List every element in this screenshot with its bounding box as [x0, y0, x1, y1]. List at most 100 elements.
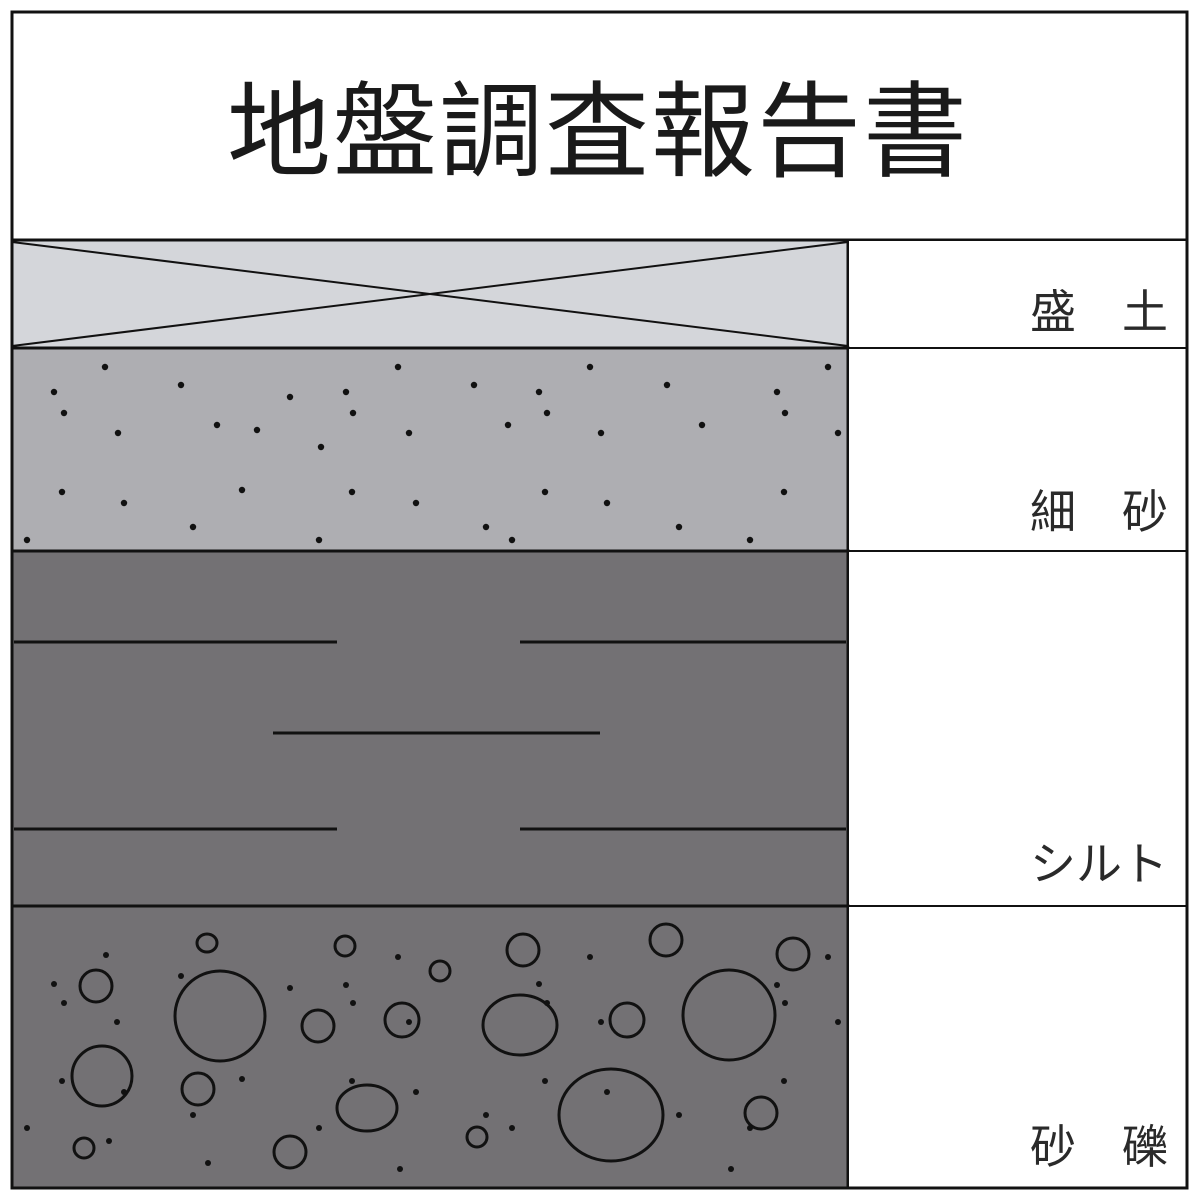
- gravel-dot: [587, 954, 593, 960]
- gravel-stone: [173, 969, 267, 1063]
- layer-fill-soil-label-cell: [847, 239, 1188, 349]
- sand-dot: [663, 381, 671, 389]
- gravel-dot: [106, 1138, 112, 1144]
- sand-dot: [189, 523, 197, 531]
- sand-dot: [50, 388, 58, 396]
- gravel-dot: [825, 954, 831, 960]
- sand-dot: [412, 499, 420, 507]
- title-box: [10, 10, 1189, 242]
- gravel-stone: [505, 932, 541, 968]
- gravel-stone: [78, 968, 114, 1004]
- sand-dot: [114, 429, 122, 437]
- gravel-stone: [681, 968, 777, 1062]
- sand-dot: [315, 536, 323, 544]
- sand-dot: [348, 488, 356, 496]
- gravel-stone: [648, 922, 684, 958]
- sand-dot: [405, 429, 413, 437]
- sand-dot: [675, 523, 683, 531]
- sand-dot: [603, 499, 611, 507]
- sand-dot: [60, 409, 68, 417]
- gravel-stone: [383, 1001, 421, 1039]
- sand-dot: [698, 421, 706, 429]
- layer-gravel-label-cell: [847, 905, 1188, 1189]
- gravel-dot: [24, 1125, 30, 1131]
- gravel-dot: [316, 1125, 322, 1131]
- gravel-dot: [835, 1019, 841, 1025]
- sand-dot: [394, 363, 402, 371]
- gravel-dot: [51, 981, 57, 987]
- gravel-stone: [465, 1125, 489, 1149]
- gravel-dot: [747, 1125, 753, 1131]
- sand-dot: [120, 499, 128, 507]
- layer-silt: シルト: [10, 549, 1188, 908]
- gravel-dot: [178, 973, 184, 979]
- gravel-stone: [743, 1095, 779, 1131]
- outer-frame: [10, 10, 1189, 1190]
- gravel-stone: [300, 1008, 336, 1044]
- sand-dot: [482, 523, 490, 531]
- gravel-dot: [536, 981, 542, 987]
- gravel-stone-pattern: [70, 922, 811, 1170]
- gravel-dot: [781, 1078, 787, 1084]
- gravel-stone: [272, 1134, 308, 1170]
- gravel-dot: [343, 982, 349, 988]
- sand-dot: [101, 363, 109, 371]
- sand-dot: [824, 363, 832, 371]
- layer-silt-label: シルト: [1030, 837, 1168, 891]
- gravel-dot: [406, 1019, 412, 1025]
- gravel-dot: [728, 1166, 734, 1172]
- gravel-dot: [114, 1019, 120, 1025]
- layer-fine-sand-label-cell: [847, 347, 1188, 552]
- gravel-stone: [180, 1071, 216, 1107]
- gravel-dot: [483, 1112, 489, 1118]
- sand-dot: [834, 429, 842, 437]
- sand-dot: [317, 443, 325, 451]
- sand-dot: [541, 488, 549, 496]
- cross-line-b: [11, 241, 849, 347]
- layer-silt-label-cell: [847, 550, 1188, 907]
- gravel-dot: [349, 1078, 355, 1084]
- gravel-dot: [774, 982, 780, 988]
- layer-fill-soil-label: 盛 土: [1030, 285, 1168, 339]
- gravel-stone: [428, 959, 452, 983]
- gravel-stone: [608, 1001, 646, 1039]
- layer-gravel-label: 砂 礫: [1030, 1120, 1168, 1174]
- sand-dot: [23, 536, 31, 544]
- gravel-dot: [542, 1078, 548, 1084]
- sand-dot: [597, 429, 605, 437]
- layer-fine-sand-swatch: [12, 348, 848, 551]
- sand-dot: [238, 486, 246, 494]
- sand-dot: [253, 426, 261, 434]
- gravel-dot: [395, 954, 401, 960]
- gravel-dot: [59, 1078, 65, 1084]
- gravel-dot: [413, 1089, 419, 1095]
- gravel-stone: [195, 932, 219, 954]
- gravel-dot: [239, 1076, 245, 1082]
- gravel-dot: [509, 1125, 515, 1131]
- gravel-stone: [72, 1136, 96, 1160]
- gravel-dot: [61, 1000, 67, 1006]
- layer-fine-sand-label: 細 砂: [1030, 485, 1168, 539]
- sand-dot: [470, 381, 478, 389]
- gravel-dot: [190, 1112, 196, 1118]
- gravel-dot: [782, 1000, 788, 1006]
- gravel-dot: [287, 985, 293, 991]
- sand-dot: [773, 388, 781, 396]
- gravel-dot: [598, 1019, 604, 1025]
- sand-dot: [746, 536, 754, 544]
- gravel-dot-pattern: [24, 952, 841, 1172]
- layer-silt-swatch: [12, 551, 848, 906]
- sand-dot: [349, 409, 357, 417]
- sand-dot: [781, 409, 789, 417]
- gravel-dot: [350, 1000, 356, 1006]
- gravel-dot: [121, 1089, 127, 1095]
- gravel-dot: [676, 1112, 682, 1118]
- sand-dot-pattern: [23, 363, 842, 544]
- gravel-stone: [775, 936, 811, 972]
- sand-dot: [342, 388, 350, 396]
- gravel-stone: [70, 1044, 134, 1108]
- sand-dot: [535, 388, 543, 396]
- gravel-stone: [481, 993, 559, 1057]
- gravel-dot: [103, 952, 109, 958]
